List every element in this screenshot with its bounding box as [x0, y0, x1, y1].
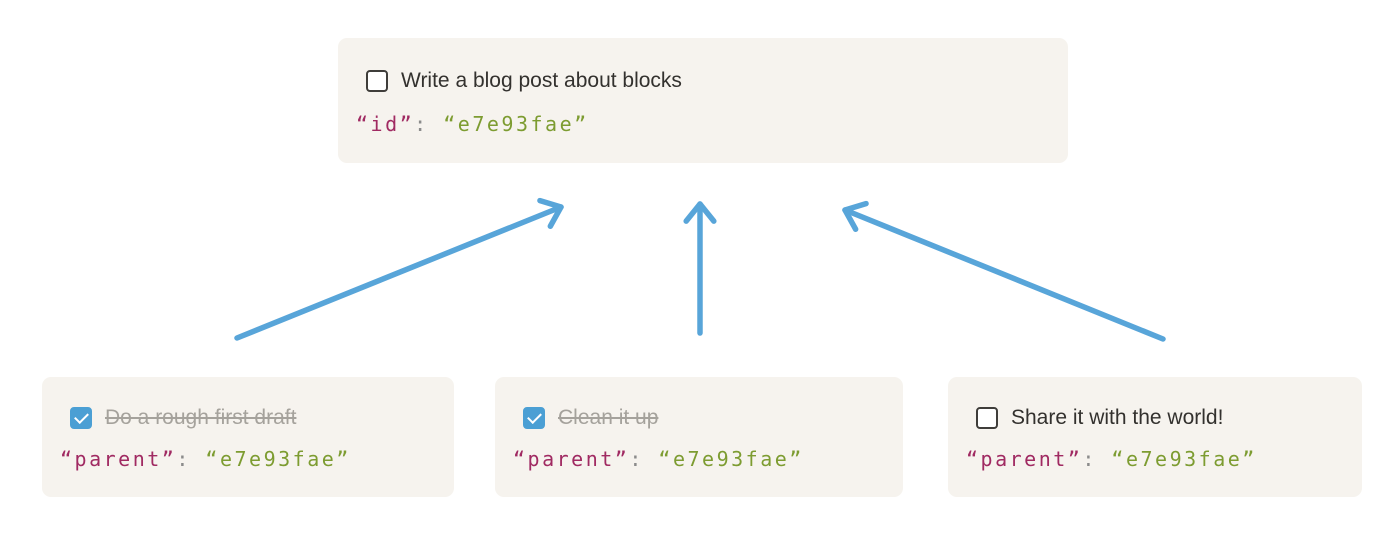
task-row: Write a blog post about blocks [366, 67, 1040, 95]
checkbox-icon[interactable] [70, 407, 92, 429]
code-value: “e7e93fae” [658, 447, 804, 471]
parent-task-card: Write a blog post about blocks “id”: “e7… [338, 38, 1068, 163]
code-value: “e7e93fae” [205, 447, 351, 471]
task-label: Write a blog post about blocks [401, 69, 682, 92]
checkmark-icon [526, 409, 542, 425]
checkbox-icon[interactable] [366, 70, 388, 92]
block-parent-code: “parent”: “e7e93fae” [513, 444, 875, 474]
checkmark-icon [73, 409, 89, 425]
task-row: Do a rough first draft [70, 404, 426, 432]
child-task-card: Do a rough first draft “parent”: “e7e93f… [42, 377, 454, 497]
child-task-card: Clean it up “parent”: “e7e93fae” [495, 377, 903, 497]
checkbox-icon[interactable] [976, 407, 998, 429]
code-key: “parent” [513, 447, 630, 471]
code-separator: : [176, 447, 206, 471]
code-value: “e7e93fae” [443, 112, 589, 136]
task-label: Do a rough first draft [105, 406, 297, 429]
block-parent-code: “parent”: “e7e93fae” [966, 444, 1334, 474]
code-key: “parent” [60, 447, 177, 471]
code-value: “e7e93fae” [1111, 447, 1257, 471]
code-key: “parent” [966, 447, 1083, 471]
code-separator: : [629, 447, 659, 471]
checkbox-icon[interactable] [523, 407, 545, 429]
code-separator: : [1082, 447, 1112, 471]
task-row: Share it with the world! [976, 404, 1334, 432]
block-parent-code: “parent”: “e7e93fae” [60, 444, 426, 474]
task-label: Share it with the world! [1011, 406, 1224, 429]
task-label: Clean it up [558, 406, 659, 429]
code-separator: : [414, 112, 444, 136]
child-task-card: Share it with the world! “parent”: “e7e9… [948, 377, 1362, 497]
code-key: “id” [356, 112, 415, 136]
task-row: Clean it up [523, 404, 875, 432]
block-id-code: “id”: “e7e93fae” [356, 109, 1040, 139]
